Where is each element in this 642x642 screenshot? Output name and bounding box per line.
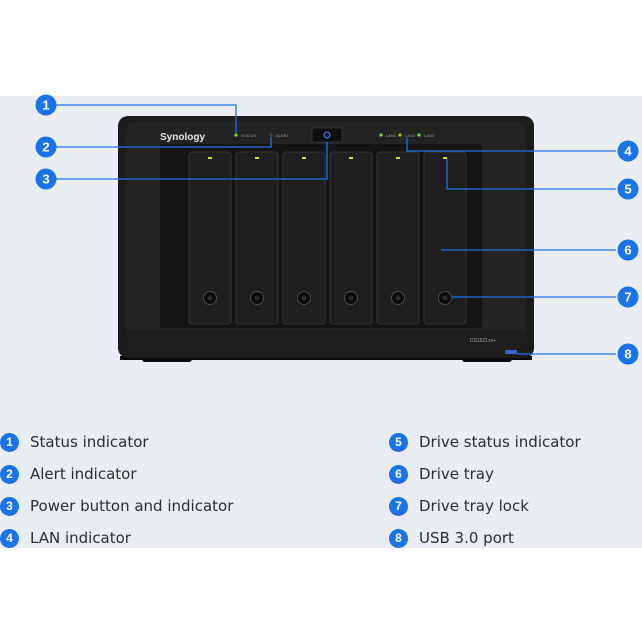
- svg-text:1: 1: [42, 98, 49, 113]
- drive-tray-1[interactable]: [188, 151, 232, 325]
- svg-text:7: 7: [624, 290, 631, 305]
- callout-badge-6: 6: [617, 239, 639, 261]
- callout-badge-4: 4: [617, 140, 639, 162]
- brand-logo: Synology: [160, 132, 205, 143]
- drive-status-led: [396, 157, 400, 159]
- callout-line-2: [56, 137, 272, 148]
- callout-lines: [56, 104, 616, 355]
- legend-badge: 7: [389, 496, 408, 516]
- legend-item-usb-port: 8 USB 3.0 port: [389, 527, 514, 549]
- status-label: STATUS: [241, 133, 257, 138]
- legend-badge: 4: [0, 528, 19, 548]
- drive-status-led: [255, 157, 259, 159]
- callout-line-5: [446, 159, 616, 190]
- lock-icon: [395, 295, 401, 301]
- callout-badge-5: 5: [617, 178, 639, 200]
- lock-icon: [254, 295, 260, 301]
- legend-item-power-button: 3 Power button and indicator: [0, 495, 233, 517]
- lan1-label: LAN1: [386, 133, 397, 138]
- model-label: DS1621xs+: [470, 338, 496, 344]
- legend-badge: 8: [389, 528, 408, 548]
- legend-label: Drive status indicator: [419, 433, 581, 451]
- legend-label: Alert indicator: [30, 465, 137, 483]
- legend-label: Status indicator: [30, 433, 149, 451]
- legend-item-lan-indicator: 4 LAN indicator: [0, 527, 131, 549]
- alert-label: ALERT: [276, 133, 289, 138]
- lan2-label: LAN2: [405, 133, 416, 138]
- legend-label: USB 3.0 port: [419, 529, 514, 547]
- legend-badge: 1: [0, 432, 19, 452]
- legend-item-drive-tray-lock: 7 Drive tray lock: [389, 495, 529, 517]
- legend-label: Drive tray: [419, 465, 494, 483]
- lock-icon: [442, 295, 448, 301]
- legend-item-status-indicator: 1 Status indicator: [0, 431, 149, 453]
- legend-label: Power button and indicator: [30, 497, 234, 515]
- drive-status-led: [208, 157, 212, 159]
- callout-badge-1: 1: [35, 94, 57, 116]
- svg-text:4: 4: [624, 144, 632, 159]
- alert-led: [269, 133, 273, 137]
- svg-text:8: 8: [624, 347, 631, 362]
- drive-tray-5[interactable]: [376, 151, 420, 325]
- callout-badge-2: 2: [35, 136, 57, 158]
- svg-text:6: 6: [624, 243, 631, 258]
- callout-line-4: [406, 138, 616, 152]
- legend-item-drive-tray: 6 Drive tray: [389, 463, 494, 485]
- callout-badge-3: 3: [35, 168, 57, 190]
- callout-badge-8: 8: [617, 343, 639, 365]
- drive-tray-3[interactable]: [282, 151, 326, 325]
- callout-line-1: [56, 104, 237, 133]
- callout-badge-7: 7: [617, 286, 639, 308]
- legend-label: LAN indicator: [30, 529, 131, 547]
- legend-badge: 2: [0, 464, 19, 484]
- lock-icon: [301, 295, 307, 301]
- drive-status-led: [302, 157, 306, 159]
- drive-status-led: [443, 157, 447, 159]
- svg-text:2: 2: [42, 140, 49, 155]
- drive-tray-6[interactable]: [423, 151, 467, 325]
- lock-icon: [207, 295, 213, 301]
- drive-tray-2[interactable]: [235, 151, 279, 325]
- drive-status-led: [349, 157, 353, 159]
- nas-chassis: [118, 116, 534, 362]
- status-led: [234, 133, 238, 137]
- legend-label: Drive tray lock: [419, 497, 529, 515]
- legend-item-alert-indicator: 2 Alert indicator: [0, 463, 137, 485]
- legend-badge: 6: [389, 464, 408, 484]
- power-icon: [323, 131, 331, 139]
- lan1-led: [379, 133, 383, 137]
- legend-badge: 3: [0, 496, 19, 516]
- lan2-led: [398, 133, 402, 137]
- svg-text:5: 5: [624, 182, 631, 197]
- callout-line-3: [56, 142, 328, 180]
- lan3-led: [417, 133, 421, 137]
- usb-port[interactable]: [505, 350, 517, 354]
- legend-badge: 5: [389, 432, 408, 452]
- lan3-label: LAN3: [424, 133, 435, 138]
- lock-icon: [348, 295, 354, 301]
- svg-text:3: 3: [42, 172, 49, 187]
- drive-tray-4[interactable]: [329, 151, 373, 325]
- power-button[interactable]: [311, 127, 343, 143]
- legend-item-drive-status-indicator: 5 Drive status indicator: [389, 431, 581, 453]
